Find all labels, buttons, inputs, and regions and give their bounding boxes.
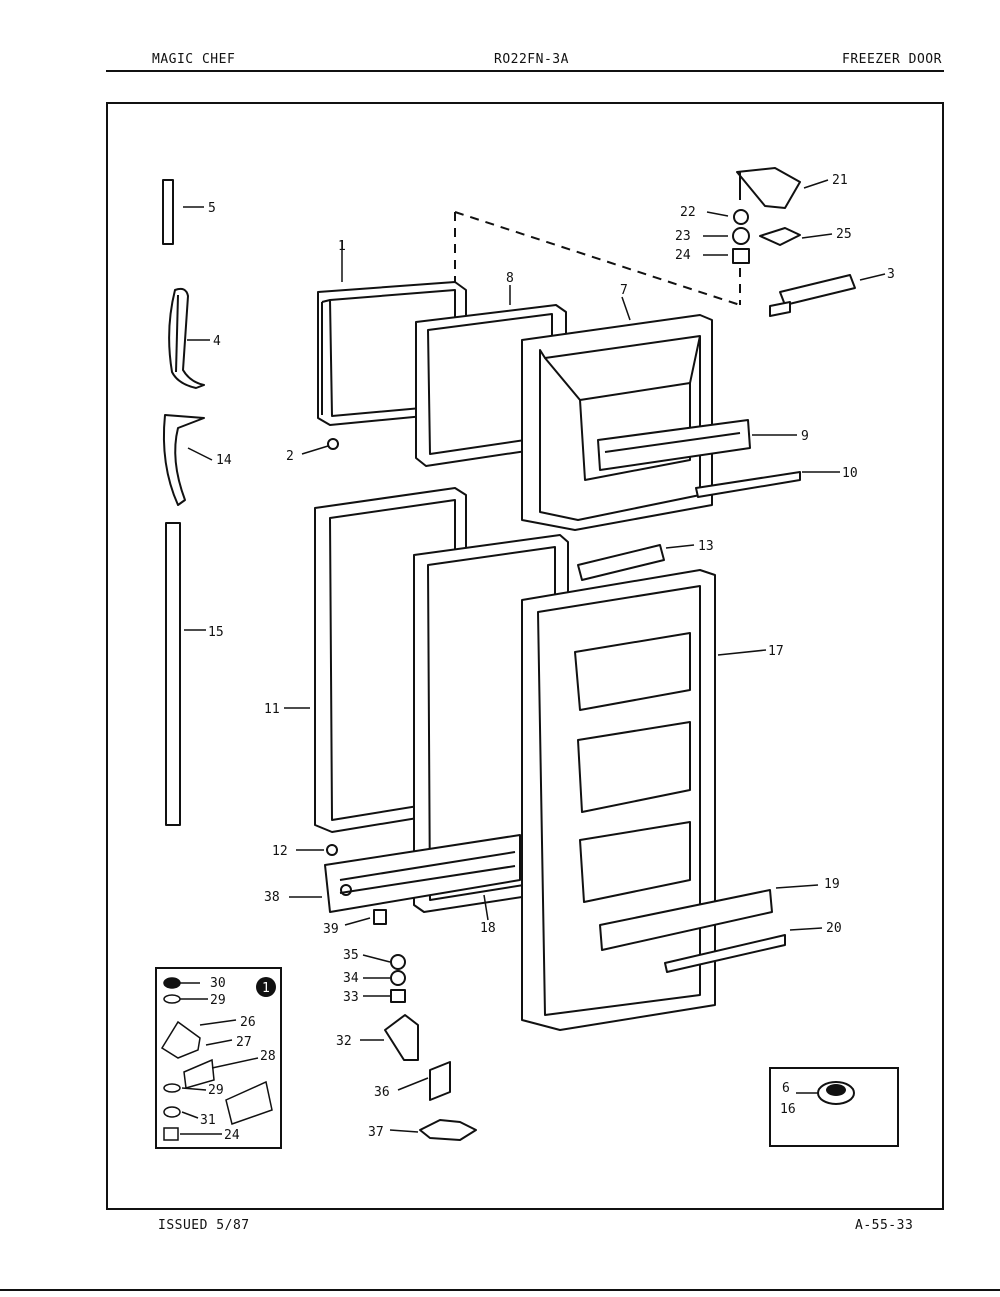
- label-part-7: 7: [620, 283, 628, 298]
- label-part-13: 13: [698, 539, 714, 554]
- part-36-hinge-bracket: [429, 1061, 451, 1101]
- leader-lines: [183, 179, 886, 1133]
- label-part-23: 23: [675, 229, 691, 244]
- label-part-9: 9: [801, 429, 809, 444]
- label-part-2: 2: [286, 449, 294, 464]
- part-number-labels: 5 4 14 15 1 2 8 7 9 10 21 22 23 24 25 3 …: [208, 173, 895, 1140]
- inset-plug-detail: 6 16: [769, 1067, 899, 1147]
- label-part-17: 17: [768, 644, 784, 659]
- label-part-19: 19: [824, 877, 840, 892]
- inset-label-26: 26: [240, 1015, 256, 1030]
- part-33-spacer: [390, 989, 406, 1003]
- label-part-4: 4: [213, 334, 221, 349]
- inset-label-6: 6: [782, 1081, 790, 1096]
- hinge-alignment-line: [454, 211, 741, 306]
- part-4-handle: [168, 287, 205, 389]
- label-part-11: 11: [264, 702, 280, 717]
- inset-label-29: 29: [210, 993, 226, 1008]
- label-part-25: 25: [836, 227, 852, 242]
- label-part-22: 22: [680, 205, 696, 220]
- label-part-10: 10: [842, 466, 858, 481]
- label-part-32: 32: [336, 1034, 352, 1049]
- label-part-1: 1: [338, 239, 346, 254]
- inset-marker-circle: [256, 977, 276, 997]
- label-part-15: 15: [208, 625, 224, 640]
- label-part-24: 24: [675, 248, 691, 263]
- label-part-8: 8: [506, 271, 514, 286]
- label-part-38: 38: [264, 890, 280, 905]
- header-section-title: FREEZER DOOR: [842, 52, 942, 67]
- part-15-long-trim: [165, 522, 181, 826]
- inset-marker-number: 1: [262, 981, 270, 996]
- label-part-3: 3: [887, 267, 895, 282]
- part-20-shelf-trim-lower: [664, 934, 786, 973]
- part-39-screw: [373, 909, 387, 925]
- part-35-bushing: [390, 954, 406, 970]
- part-3-door-closer: [769, 274, 856, 317]
- label-part-5: 5: [208, 201, 216, 216]
- inset-label-28: 28: [260, 1049, 276, 1064]
- part-34-washer: [390, 970, 406, 986]
- label-part-36: 36: [374, 1085, 390, 1100]
- part-22-washer: [733, 209, 749, 225]
- part-38-bottom-rail: [324, 834, 521, 913]
- label-part-35: 35: [343, 948, 359, 963]
- part-5-trim-strip: [162, 179, 174, 245]
- label-part-14: 14: [216, 453, 232, 468]
- part-13-trim-bar: [577, 544, 665, 581]
- inset-label-30: 30: [210, 976, 226, 991]
- part-19-door-shelf-lower: [599, 889, 773, 951]
- part-25-shim: [759, 227, 801, 246]
- label-part-12: 12: [272, 844, 288, 859]
- label-part-39: 39: [323, 922, 339, 937]
- part-9-door-shelf-upper: [597, 419, 751, 471]
- inset-label-16: 16: [780, 1102, 796, 1117]
- inset-label-27: 27: [236, 1035, 252, 1050]
- part-12-plug: [326, 844, 338, 856]
- part-32-bottom-hinge: [384, 1014, 419, 1061]
- label-part-33: 33: [343, 990, 359, 1005]
- footer-issued-date: ISSUED 5/87: [158, 1218, 250, 1233]
- label-part-37: 37: [368, 1125, 384, 1140]
- part-37-hinge-plate: [419, 1119, 477, 1141]
- inset-label-24: 24: [224, 1128, 240, 1143]
- label-part-20: 20: [826, 921, 842, 936]
- label-part-21: 21: [832, 173, 848, 188]
- part-7-inner-liner-upper: [521, 314, 713, 531]
- label-part-18: 18: [480, 921, 496, 936]
- part-2-plug: [327, 438, 339, 450]
- part-14-handle: [162, 414, 205, 506]
- diagram-frame: [106, 102, 944, 1210]
- part-10-shelf-trim-upper: [695, 471, 801, 498]
- inset-label-29b: 29: [208, 1083, 224, 1098]
- bottom-rule: [0, 1289, 1000, 1291]
- footer-page-code: A-55-33: [855, 1218, 914, 1233]
- header-rule: [106, 70, 944, 72]
- label-part-34: 34: [343, 971, 359, 986]
- part-23-bushing: [732, 227, 750, 245]
- part-24-spacer: [732, 248, 750, 264]
- header-model-number: RO22FN-3A: [494, 52, 569, 67]
- part-21-top-hinge: [736, 167, 801, 209]
- inset-label-31: 31: [200, 1113, 216, 1128]
- header-brand: MAGIC CHEF: [152, 52, 236, 67]
- inset-hinge-detail: 1 30 29 26 27 28 29 31 24: [155, 967, 282, 1149]
